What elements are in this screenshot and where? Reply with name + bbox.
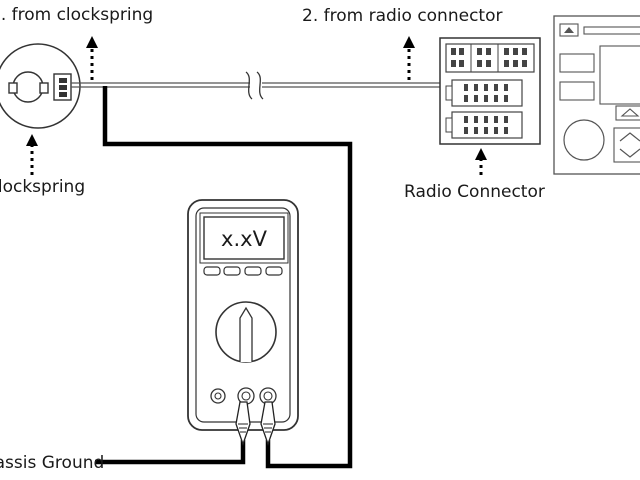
meter-button-4 [265, 266, 283, 276]
label-ground: Chassis Ground [0, 453, 104, 473]
meter-button-3 [244, 266, 262, 276]
multimeter: x.xV [187, 199, 299, 431]
label-radio-connector: Radio Connector [404, 182, 545, 202]
label-from-radio-connector: 2. from radio connector [302, 6, 502, 26]
test-lead-red [102, 86, 353, 469]
clockspring [0, 43, 81, 129]
arrow-radio-connector-label [475, 148, 487, 175]
meter-jack-1 [237, 387, 255, 405]
arrow-clockspring-label [26, 134, 38, 175]
radio-unit [553, 15, 640, 175]
multimeter-display: x.xV [221, 227, 268, 251]
arrow-from-clockspring [86, 36, 98, 80]
meter-dial [215, 301, 277, 363]
test-lead-black [95, 401, 251, 465]
clockspring-connector [53, 73, 72, 101]
meter-button-2 [223, 266, 241, 276]
meter-button-1 [203, 266, 221, 276]
arrow-from-radio-connector [403, 36, 415, 80]
break-symbol [245, 71, 253, 100]
label-clockspring: Clockspring [0, 177, 85, 197]
cable [71, 71, 440, 100]
meter-jack-com [210, 388, 226, 404]
radio-connector [439, 37, 541, 145]
label-from-clockspring: 1. from clockspring [0, 5, 153, 25]
